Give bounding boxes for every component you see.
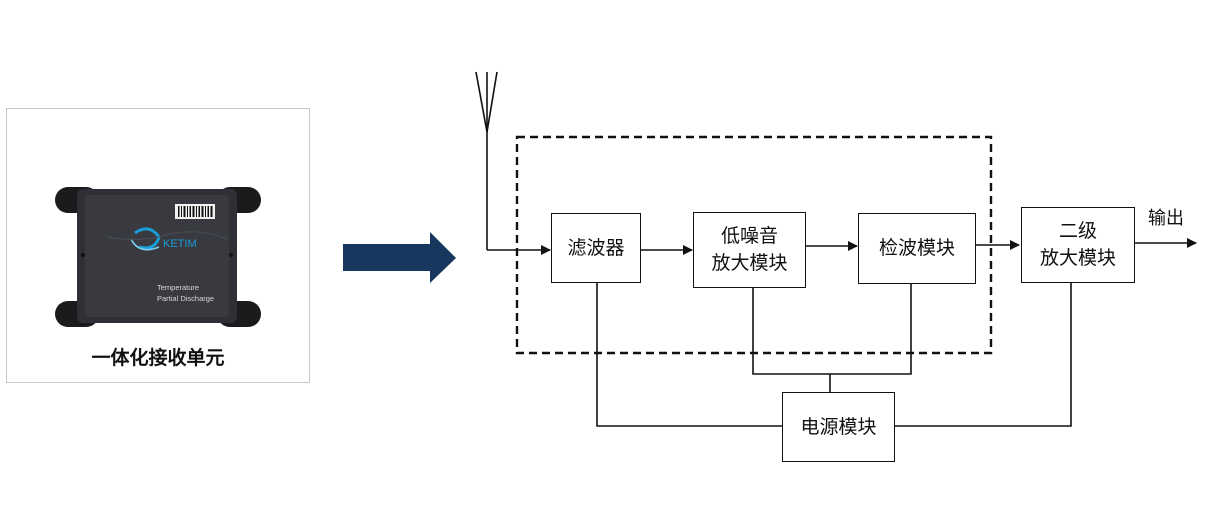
antenna-icon (475, 71, 498, 250)
second-amp-block: 二级 放大模块 (1021, 207, 1135, 283)
filter-label: 滤波器 (567, 236, 625, 259)
svg-text:KETIM: KETIM (163, 238, 197, 250)
brand-logo-icon: KETIM (106, 227, 228, 251)
receiver-dashed-boundary (515, 135, 993, 355)
device-photo-panel: KETIM Temperature Partial Discharge 一体化接… (6, 108, 310, 383)
detector-block: 检波模块 (858, 213, 976, 284)
barcode-icon (175, 204, 215, 219)
device-caption: 一体化接收单元 (91, 347, 225, 369)
power-line-amp (895, 283, 1072, 427)
detector-label: 检波模块 (878, 237, 955, 259)
output-label: 输出 (1148, 208, 1184, 229)
lna-label: 低噪音 放大模块 (711, 225, 788, 274)
power-line-lna-detector (752, 284, 912, 375)
device-label-line1: Temperature (157, 283, 199, 292)
power-label: 电源模块 (800, 415, 877, 438)
device-label-line2: Partial Discharge (157, 294, 214, 303)
second-amp-label: 二级 放大模块 (1039, 220, 1116, 269)
power-block: 电源模块 (782, 392, 895, 462)
device-image: KETIM Temperature Partial Discharge (55, 187, 261, 327)
filter-block: 滤波器 (551, 213, 641, 283)
power-line-filter (596, 283, 782, 427)
lna-block: 低噪音 放大模块 (693, 212, 806, 288)
big-right-arrow-icon (343, 232, 456, 283)
